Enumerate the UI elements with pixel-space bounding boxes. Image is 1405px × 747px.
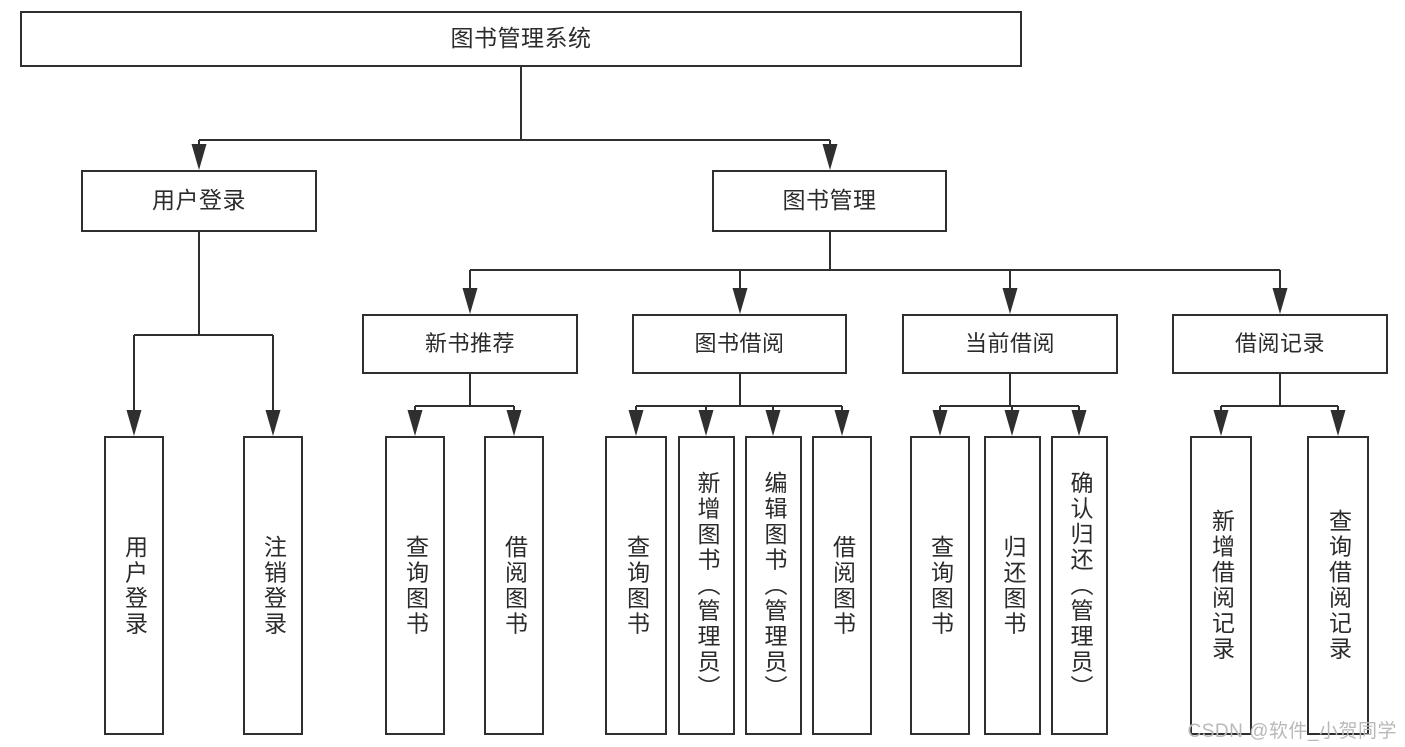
- g-new-book-branch-0-head: [407, 410, 423, 436]
- node-leaf-confirm-return-label: 确认归还（管理员）: [1067, 470, 1093, 701]
- book-management-branch-3-head: [1272, 288, 1288, 314]
- node-leaf-borrow-book-rec[interactable]: 借阅图书: [484, 436, 544, 735]
- node-current-borrow-label: 当前借阅: [964, 330, 1055, 356]
- g-book-borrow-branch-1-head: [698, 410, 714, 436]
- node-new-book-recommend[interactable]: 新书推荐: [362, 314, 578, 374]
- node-leaf-add-book-label: 新增图书（管理员）: [694, 470, 720, 701]
- node-leaf-logout[interactable]: 注销登录: [243, 436, 303, 735]
- node-leaf-add-borrow-record-label: 新增借阅记录: [1208, 509, 1235, 662]
- node-leaf-user-login[interactable]: 用户登录: [104, 436, 164, 735]
- g-current-branch-2-head: [1071, 410, 1087, 436]
- g-book-borrow-branch-3-head: [834, 410, 850, 436]
- node-leaf-query-book-bor[interactable]: 查询图书: [605, 436, 667, 735]
- book-management-branch-1-head: [732, 288, 748, 314]
- node-leaf-query-borrow-record-label: 查询借阅记录: [1325, 509, 1352, 662]
- node-book-management-label: 图书管理: [782, 187, 877, 214]
- g-current-branch-0-head: [932, 410, 948, 436]
- g-book-borrow-branch-0-head: [628, 410, 644, 436]
- node-user-login-label: 用户登录: [152, 187, 246, 214]
- node-book-management[interactable]: 图书管理: [712, 170, 947, 232]
- root-branch-0-head: [191, 144, 207, 170]
- node-leaf-add-borrow-record[interactable]: 新增借阅记录: [1190, 436, 1252, 735]
- book-management-branch-2-head: [1002, 288, 1018, 314]
- node-root-book-management-system[interactable]: 图书管理系统: [20, 11, 1022, 67]
- node-leaf-query-book-cur[interactable]: 查询图书: [910, 436, 970, 735]
- node-leaf-query-borrow-record[interactable]: 查询借阅记录: [1307, 436, 1369, 735]
- node-leaf-query-book-rec[interactable]: 查询图书: [385, 436, 445, 735]
- node-book-borrow-label: 图书借阅: [694, 330, 785, 356]
- book-management-branch-0-head: [462, 288, 478, 314]
- node-borrow-record-label: 借阅记录: [1234, 330, 1325, 356]
- node-leaf-edit-book-label: 编辑图书（管理员）: [761, 470, 787, 701]
- node-leaf-return-book[interactable]: 归还图书: [984, 436, 1041, 735]
- g-book-borrow-branch-2-head: [765, 410, 781, 436]
- node-leaf-borrow-book-bor[interactable]: 借阅图书: [812, 436, 872, 735]
- node-user-login[interactable]: 用户登录: [81, 170, 317, 232]
- node-leaf-return-book-label: 归还图书: [1000, 534, 1026, 637]
- g-new-book-branch-1-head: [506, 410, 522, 436]
- root-branch-1-head: [822, 144, 838, 170]
- g-record-branch-1-head: [1330, 410, 1346, 436]
- node-new-book-recommend-label: 新书推荐: [424, 330, 515, 356]
- node-leaf-query-book-bor-label: 查询图书: [623, 534, 650, 637]
- user-login-branch-1-head: [265, 410, 281, 436]
- node-leaf-query-book-cur-label: 查询图书: [927, 534, 954, 637]
- node-leaf-borrow-book-rec-label: 借阅图书: [501, 534, 528, 637]
- node-leaf-confirm-return[interactable]: 确认归还（管理员）: [1051, 436, 1108, 735]
- node-current-borrow[interactable]: 当前借阅: [902, 314, 1118, 374]
- node-root-book-management-system-label: 图书管理系统: [450, 25, 592, 52]
- node-leaf-query-book-rec-label: 查询图书: [402, 534, 429, 637]
- node-book-borrow[interactable]: 图书借阅: [632, 314, 847, 374]
- node-borrow-record[interactable]: 借阅记录: [1172, 314, 1388, 374]
- node-leaf-edit-book[interactable]: 编辑图书（管理员）: [745, 436, 802, 735]
- g-record-branch-0-head: [1213, 410, 1229, 436]
- node-leaf-logout-label: 注销登录: [260, 534, 287, 637]
- node-leaf-borrow-book-bor-label: 借阅图书: [829, 534, 856, 637]
- g-current-branch-1-head: [1004, 410, 1020, 436]
- user-login-branch-0-head: [126, 410, 142, 436]
- node-leaf-user-login-label: 用户登录: [121, 534, 148, 637]
- node-leaf-add-book[interactable]: 新增图书（管理员）: [678, 436, 735, 735]
